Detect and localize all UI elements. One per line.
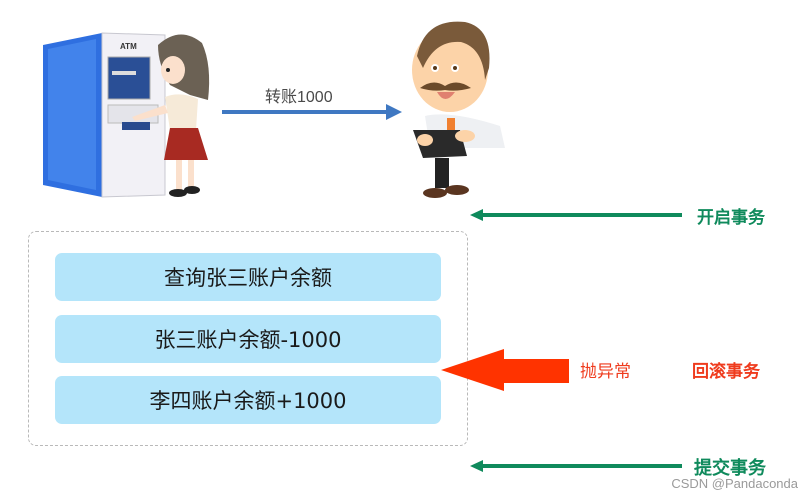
begin-transaction-label: 开启事务: [697, 208, 765, 228]
begin-transaction-arrow-icon: [470, 209, 682, 221]
step-credit-lisi: 李四账户余额+1000: [55, 376, 441, 424]
transfer-label: 转账1000: [265, 89, 333, 106]
bank-server-illustration: [412, 21, 505, 198]
atm-girl-illustration: ATM: [43, 32, 210, 198]
rollback-label: 回滚事务: [692, 362, 760, 382]
commit-transaction-arrow-icon: [470, 460, 682, 472]
step-debit-zhangsan: 张三账户余额-1000: [55, 315, 441, 363]
svg-text:ATM: ATM: [120, 42, 137, 51]
transfer-arrow-icon: [222, 104, 402, 120]
transaction-boundary: [28, 231, 468, 446]
exception-label: 抛异常: [580, 362, 631, 382]
commit-transaction-label: 提交事务: [694, 458, 766, 479]
exception-arrow-icon: [441, 349, 569, 391]
step-query-balance: 查询张三账户余额: [55, 253, 441, 301]
watermark: CSDN @Pandaconda: [671, 476, 798, 491]
